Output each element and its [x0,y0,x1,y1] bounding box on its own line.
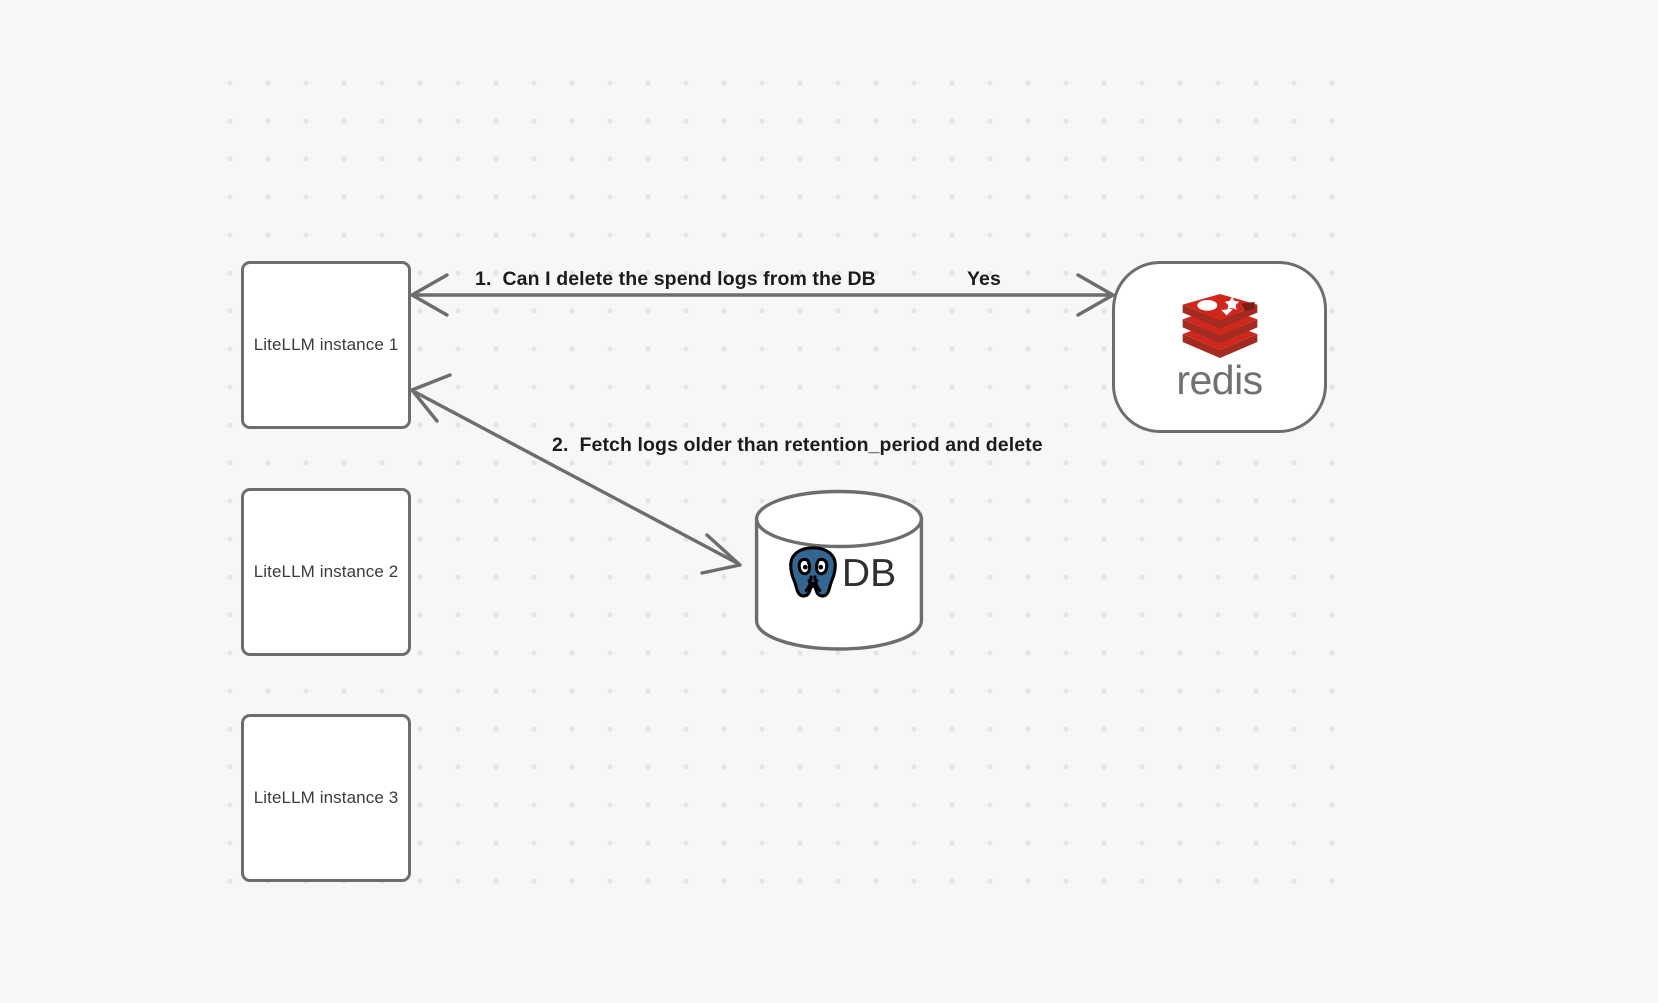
node-label: LiteLLM instance 2 [253,562,399,581]
redis-wordmark: redis [1176,356,1263,403]
node-label: LiteLLM instance 3 [253,788,399,807]
node-redis[interactable]: redis [1112,261,1327,433]
node-litellm-instance-2[interactable]: LiteLLM instance 2 [241,488,411,656]
node-litellm-instance-3[interactable]: LiteLLM instance 3 [241,714,411,882]
node-label: LiteLLM instance 1 [253,335,399,354]
edge-label-step-1: 1. Can I delete the spend logs from the … [475,268,876,290]
edge-label-step-2: 2. Fetch logs older than retention_perio… [552,434,1043,456]
db-label: DB [841,551,897,595]
postgresql-elephant-icon [789,546,837,598]
redis-logo-icon [1182,293,1257,358]
db-content: DB [753,523,925,623]
cylinder-shape [754,489,924,651]
node-litellm-instance-1[interactable]: LiteLLM instance 1 [241,261,411,429]
node-database[interactable]: DB [753,489,925,651]
edge-label-yes: Yes [967,268,1001,290]
